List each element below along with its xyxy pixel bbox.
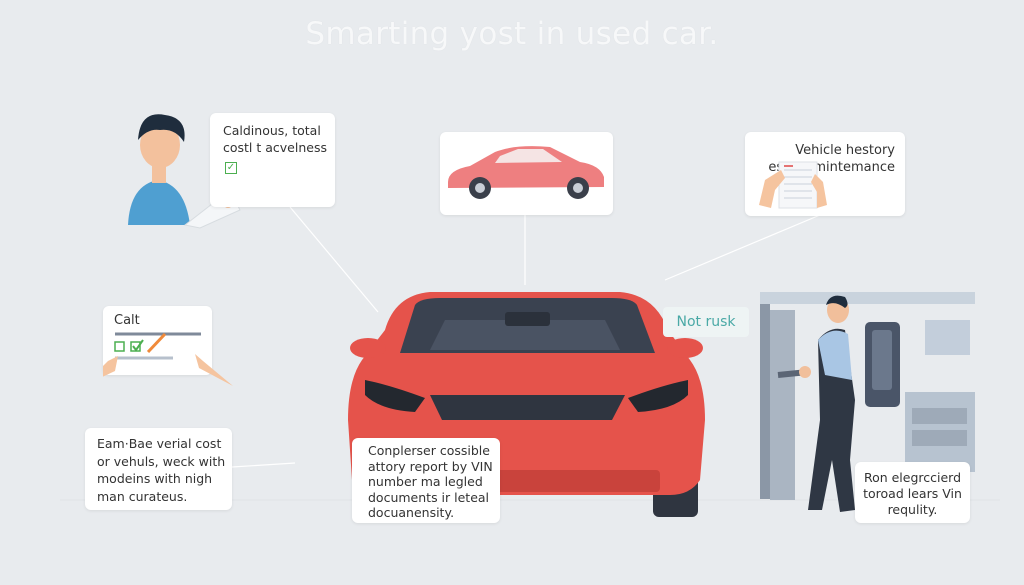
car-card [440, 132, 613, 215]
cost-card-text: Caldinous, total costl t acvelness [223, 123, 327, 155]
variants-card: Eam·Bae verial cost or vehuls, weck with… [85, 428, 232, 510]
history-card: Vehicle hestory estory mintemance [745, 132, 905, 216]
calc-card-text: Calt [114, 313, 140, 328]
page-title: Smarting yost in used car. [305, 16, 719, 52]
checklist-hands-icon [103, 332, 233, 386]
variants-card-text: Eam·Bae verial cost or vehuls, weck with… [97, 436, 226, 504]
inspection-card-text: Ron elegrccierd toroad lears Vin requlit… [863, 470, 962, 517]
cost-card: Caldinous, total costl t acvelness ✓ [210, 113, 335, 207]
report-card: Conplerser cossible attory report by VIN… [352, 438, 500, 523]
report-card-text: Conplerser cossible attory report by VIN… [368, 443, 493, 520]
inspection-card: Ron elegrccierd toroad lears Vin requlit… [855, 462, 970, 523]
document-hands-icon [759, 161, 827, 209]
risk-tag: Not rusk [663, 307, 749, 337]
calc-card: Calt [103, 306, 233, 386]
checkbox-checked-icon: ✓ [225, 162, 237, 174]
car-side-icon [448, 146, 604, 199]
